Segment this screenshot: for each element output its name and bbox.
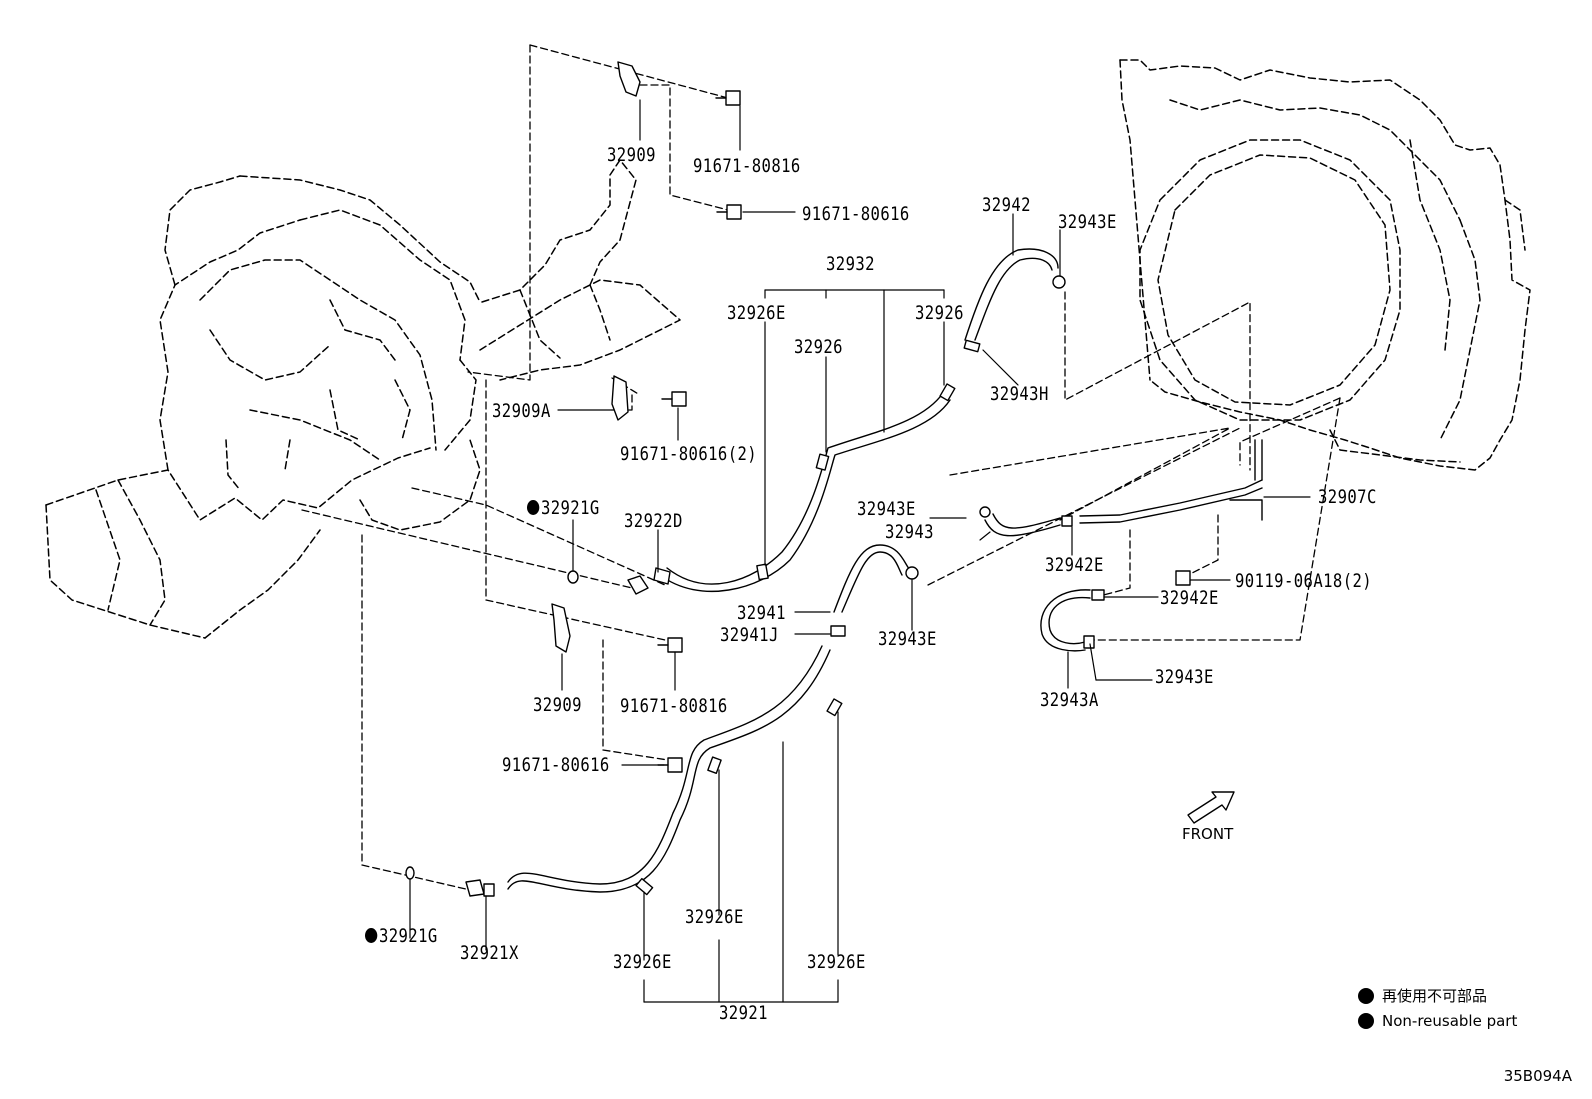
label-32943E-mid: 32943E: [857, 498, 916, 520]
hose-end-icon: [756, 563, 769, 581]
label-32926-a: 32926: [794, 336, 843, 358]
label-32943A: 32943A: [1040, 689, 1099, 711]
hose-end-icon: [635, 877, 654, 896]
label-91671-80616-2: 91671-80616(2): [620, 443, 758, 465]
bracket-icon: [611, 375, 629, 421]
bracket-icon: [617, 61, 641, 97]
label-32941: 32941: [737, 602, 786, 624]
label-32909A: 32909A: [492, 400, 551, 422]
bolt-icon: [715, 90, 741, 106]
callout-lines: [409, 99, 1311, 1003]
bolt-icon: [1175, 570, 1191, 586]
hose-end-icon: [826, 698, 843, 717]
label-32926E-b1: 32926E: [613, 951, 672, 973]
clamp-icon: [1052, 275, 1066, 289]
label-32909-top: 32909: [607, 144, 656, 166]
label-91671-80816-top: 91671-80816: [693, 155, 801, 177]
legend-jp: 再使用不可部品: [1358, 985, 1487, 1006]
legend-jp-text: 再使用不可部品: [1382, 987, 1488, 1005]
union-fitting-icon: [465, 879, 485, 897]
non-reusable-marker-icon: [527, 500, 540, 515]
legend-en-text: Non-reusable part: [1382, 1012, 1518, 1030]
label-90119-06A18: 90119-06A18(2): [1235, 570, 1373, 592]
front-label: FRONT: [1182, 825, 1234, 843]
label-32909-low: 32909: [533, 694, 582, 716]
label-32921G-lower: 32921G: [365, 927, 438, 946]
label-32942E-a: 32942E: [1045, 554, 1104, 576]
label-32907C: 32907C: [1318, 486, 1377, 508]
label-91671-80616-top: 91671-80616: [802, 203, 910, 225]
label-32943E-top: 32943E: [1058, 211, 1117, 233]
label-32921: 32921: [719, 1002, 768, 1024]
clamp-icon: [830, 625, 846, 637]
hose-end-icon: [939, 383, 956, 402]
front-arrow-icon: [1187, 791, 1235, 824]
label-32926E-b2: 32926E: [685, 906, 744, 928]
label-32926E-upper: 32926E: [727, 302, 786, 324]
fittings: [405, 61, 1191, 897]
label-32941J: 32941J: [720, 624, 779, 646]
label-32926-b: 32926: [915, 302, 964, 324]
label-32921G-upper: 32921G: [527, 499, 600, 518]
label-32921X: 32921X: [460, 942, 519, 964]
hoses-pipes: [507, 248, 1263, 893]
non-reusable-marker-icon: [1358, 1013, 1374, 1029]
non-reusable-marker-icon: [1358, 988, 1374, 1004]
bolt-icon: [657, 757, 683, 773]
transmission-outline: [45, 159, 681, 639]
label-32943E-low: 32943E: [878, 628, 937, 650]
label-32932: 32932: [826, 253, 875, 275]
label-32926E-b3: 32926E: [807, 951, 866, 973]
hose-end-icon: [707, 756, 722, 774]
clamp-icon: [1083, 635, 1095, 649]
label-32943E-right: 32943E: [1155, 666, 1214, 688]
bracket-icon: [551, 603, 571, 653]
bolt-icon: [661, 391, 687, 407]
label-32943H: 32943H: [990, 383, 1049, 405]
gasket-icon: [567, 570, 579, 584]
label-91671-80816-low: 91671-80816: [620, 695, 728, 717]
union-fitting-icon: [627, 575, 649, 595]
label-91671-80616-low: 91671-80616: [502, 754, 610, 776]
clamp-icon: [1061, 515, 1073, 527]
bolt-icon: [657, 637, 683, 653]
radiator-shroud-outline: [1119, 59, 1531, 471]
label-32942: 32942: [982, 194, 1031, 216]
label-32943: 32943: [885, 521, 934, 543]
union-fitting-icon: [653, 567, 671, 585]
dashed-leaders: [301, 44, 1341, 891]
diagram-code: 35B094A: [1503, 1067, 1572, 1085]
clamp-icon: [1091, 589, 1105, 601]
label-32922D: 32922D: [624, 510, 683, 532]
gasket-icon: [405, 866, 415, 880]
clamp-icon: [979, 506, 991, 518]
non-reusable-marker-icon: [365, 928, 378, 943]
legend-en: Non-reusable part: [1358, 1012, 1517, 1030]
label-32942E-b: 32942E: [1160, 587, 1219, 609]
clamp-icon: [963, 339, 981, 353]
union-fitting-icon: [483, 883, 495, 897]
clamp-icon: [905, 566, 919, 580]
bolt-icon: [716, 204, 742, 220]
hose-end-icon: [815, 453, 830, 471]
